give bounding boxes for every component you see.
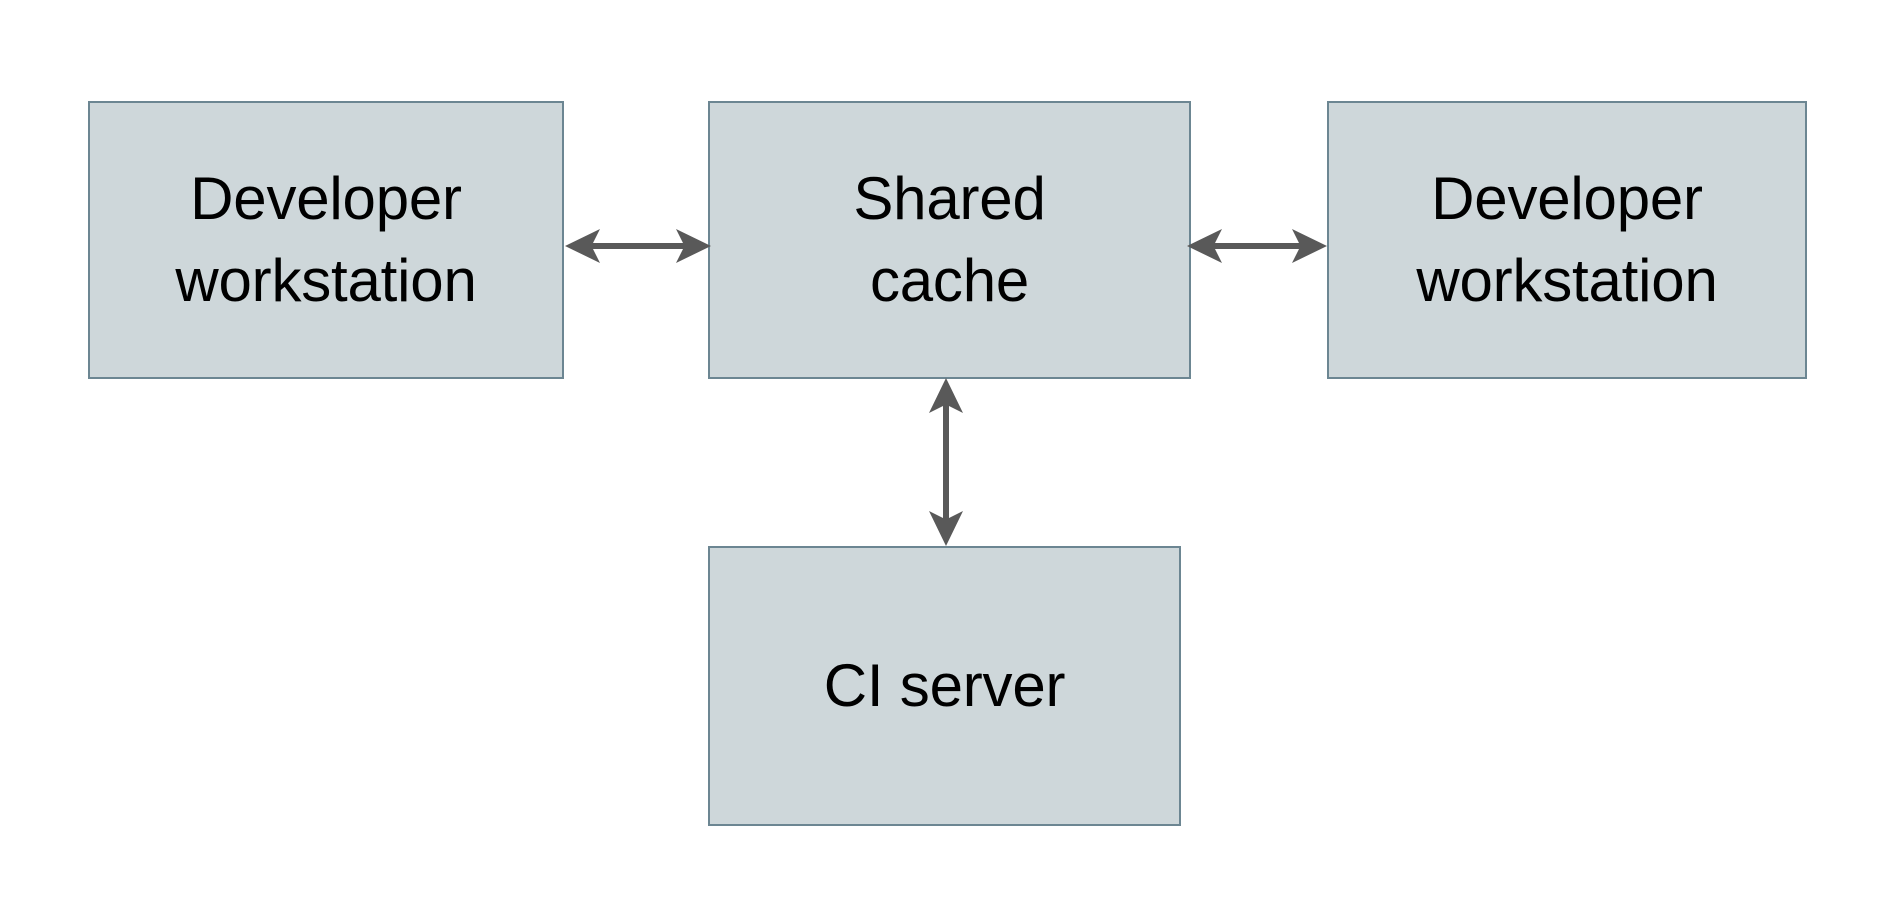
node-label: Developer workstation: [175, 164, 477, 314]
node-developer-workstation-right[interactable]: Developer workstation: [1327, 101, 1807, 379]
connector-cache-to-ci-server-icon: [929, 378, 963, 546]
node-label: CI server: [823, 651, 1066, 719]
connector-dev-left-to-cache-icon: [565, 229, 711, 263]
node-shared-cache[interactable]: Shared cache: [708, 101, 1191, 379]
connector-cache-to-dev-right-icon: [1187, 229, 1327, 263]
node-label: Developer workstation: [1416, 164, 1718, 314]
node-ci-server[interactable]: CI server: [708, 546, 1181, 826]
node-developer-workstation-left[interactable]: Developer workstation: [88, 101, 564, 379]
node-label: Shared cache: [853, 164, 1046, 314]
